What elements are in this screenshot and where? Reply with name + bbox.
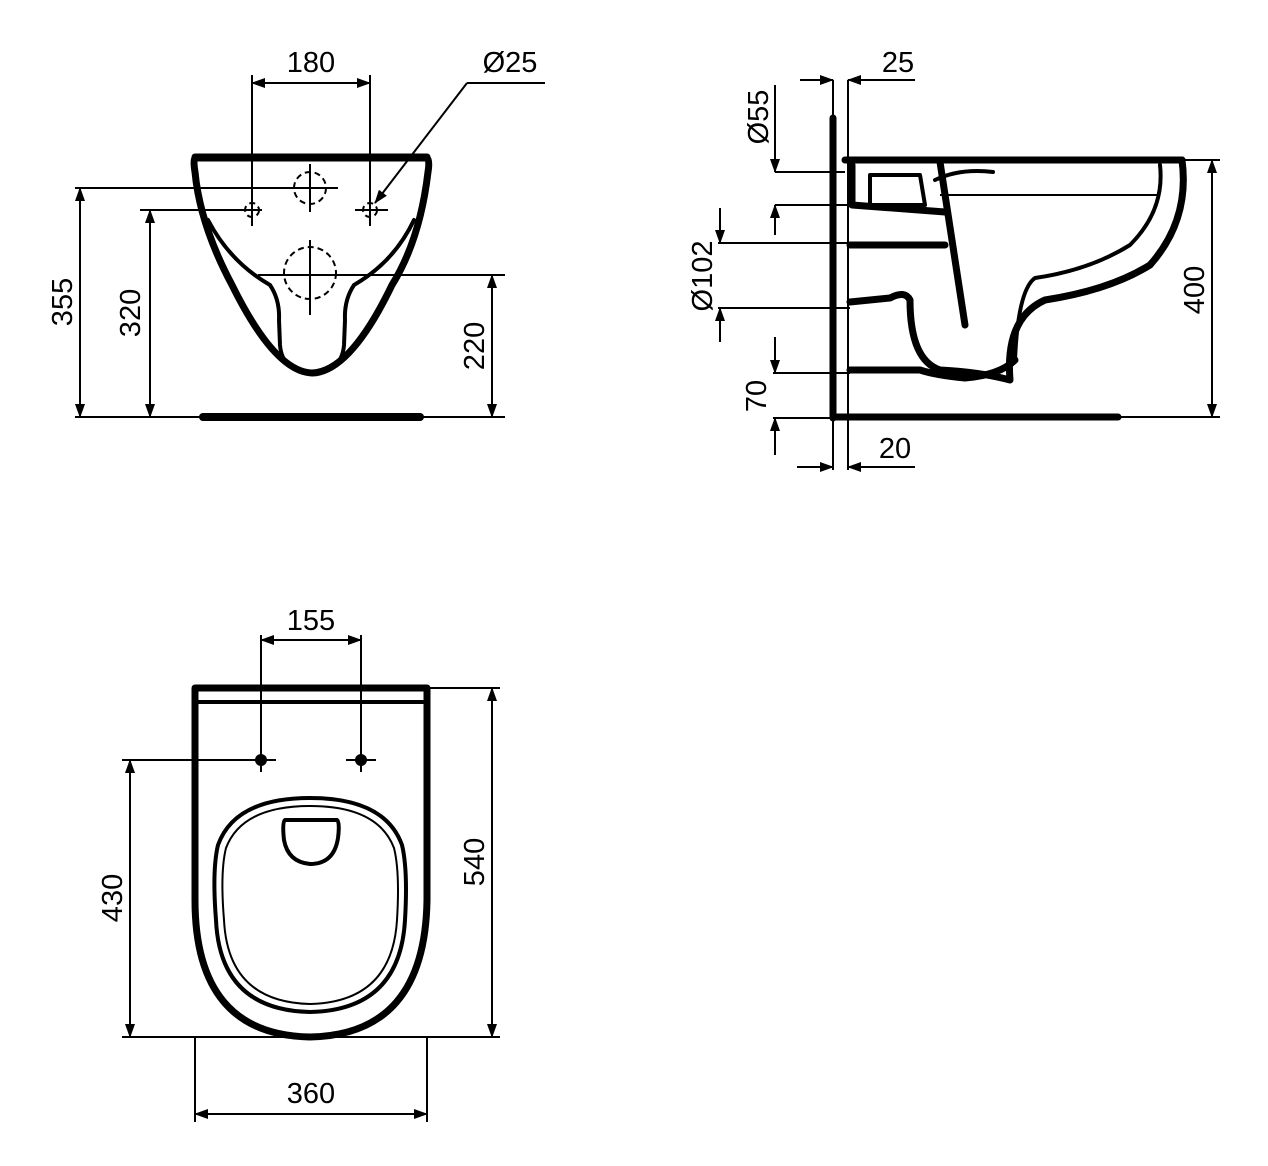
dim-top-total-length: 540: [459, 838, 491, 886]
dim-top-total-width: 360: [287, 1078, 335, 1110]
front-view: 180 Ø25 355 320 220: [47, 47, 545, 421]
dim-top-fixing-centers: 155: [287, 605, 335, 637]
top-view: 155 430 540 360: [97, 605, 500, 1122]
dim-top-fixing-depth: 430: [97, 874, 129, 922]
side-view: 25 Ø55 Ø102 70 400 20: [687, 47, 1220, 472]
dim-front-upper-height: 355: [47, 278, 79, 326]
dim-front-hole-diameter: Ø25: [483, 47, 538, 79]
dim-side-outlet-diameter: Ø102: [687, 241, 719, 312]
dim-front-outlet-height: 220: [459, 322, 491, 370]
dim-side-total-height: 400: [1179, 266, 1211, 314]
dim-front-fixing-centers: 180: [287, 47, 335, 79]
front-bowl-outline: [190, 154, 433, 377]
dim-side-top-offset: 25: [882, 47, 914, 79]
dim-side-bottom-wall-offset: 20: [879, 433, 911, 465]
dim-front-fixing-height: 320: [115, 289, 147, 337]
dim-side-bottom-offset: 70: [741, 380, 773, 412]
dim-side-inlet-diameter: Ø55: [743, 90, 775, 145]
